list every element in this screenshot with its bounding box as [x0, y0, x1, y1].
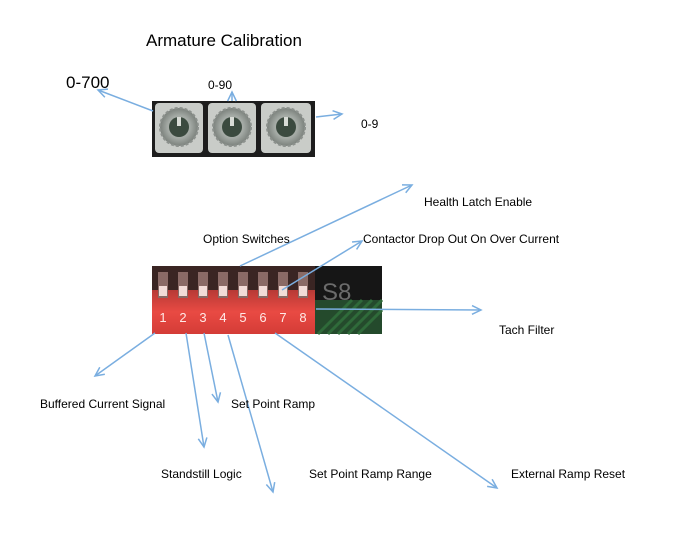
diagram-title: Armature Calibration — [146, 31, 302, 50]
arrow-line — [185, 332, 205, 448]
arrowhead — [471, 304, 483, 315]
dip-switch-lever — [199, 286, 207, 296]
dip-switch-number: 8 — [299, 310, 306, 325]
arrow-line — [239, 184, 413, 267]
arrow-line — [315, 113, 343, 118]
switch-4-function-label: Set Point Ramp Range — [309, 467, 432, 481]
dip-switch-levers — [158, 272, 308, 298]
dip-switch-slot — [158, 272, 168, 298]
option-switches-label: Option Switches — [203, 232, 290, 246]
rotary-switch-block — [152, 101, 315, 157]
range-label-units: 0-9 — [361, 117, 379, 131]
switch-5-function-label: External Ramp Reset — [511, 467, 626, 481]
arrow-line — [203, 332, 219, 403]
dip-switch-slot — [238, 272, 248, 298]
rotary-dial-hundreds — [155, 103, 203, 153]
arrow-line — [97, 89, 154, 112]
dip-switch-number: 6 — [259, 310, 266, 325]
arrowhead — [226, 90, 238, 102]
dip-switch-lever — [259, 286, 267, 296]
arrowhead — [401, 184, 414, 194]
dip-switch-slot — [258, 272, 268, 298]
arrowhead — [93, 366, 105, 378]
dip-switch-slot — [298, 272, 308, 298]
dip-switch-number: 7 — [279, 310, 286, 325]
arrowhead — [265, 482, 276, 494]
arrowhead — [96, 88, 109, 98]
arrowhead — [211, 392, 222, 404]
dip-switch-slot — [278, 272, 288, 298]
dip-switch-slot — [218, 272, 228, 298]
dip-switch-number: 2 — [179, 310, 186, 325]
dip-switch-number: 4 — [219, 310, 226, 325]
switch-3-function-label: Set Point Ramp — [231, 397, 316, 411]
arrowhead — [332, 110, 344, 120]
arrow-line — [315, 308, 482, 311]
switch-2-function-label: Standstill Logic — [161, 467, 242, 481]
arrowhead — [197, 437, 208, 449]
switch-6-function-label: Health Latch Enable — [424, 195, 533, 209]
dip-switch-lever — [279, 286, 287, 296]
dip-switch-lever — [179, 286, 187, 296]
dip-bank-label: S8 — [322, 279, 351, 306]
range-label-hundreds: 0-700 — [66, 73, 110, 92]
arrow-line — [274, 332, 498, 489]
arrow-line — [227, 334, 274, 493]
dip-switch-slot — [178, 272, 188, 298]
switch-1-function-label: Buffered Current Signal — [40, 397, 166, 411]
dip-switch-lever — [159, 286, 167, 296]
dip-switch-lever — [299, 286, 307, 296]
range-label-tens: 0-90 — [208, 78, 233, 92]
arrowhead — [487, 478, 499, 489]
callout-arrows — [93, 88, 499, 494]
switch-7-function-label: Contactor Drop Out On Over Current — [363, 232, 560, 246]
arrow-line — [281, 240, 363, 291]
dip-switch-lever — [219, 286, 227, 296]
dip-switch-number: 3 — [199, 310, 206, 325]
arrowhead — [351, 240, 364, 250]
dip-switch-number: 5 — [239, 310, 246, 325]
dip-switch-number: 1 — [159, 310, 166, 325]
dip-switch-slot — [198, 272, 208, 298]
dip-switch-lever — [239, 286, 247, 296]
rotary-dial-tens — [208, 103, 256, 153]
rotary-dial-units — [261, 103, 311, 153]
switch-8-function-label: Tach Filter — [499, 323, 555, 337]
arrow-line — [94, 332, 156, 377]
